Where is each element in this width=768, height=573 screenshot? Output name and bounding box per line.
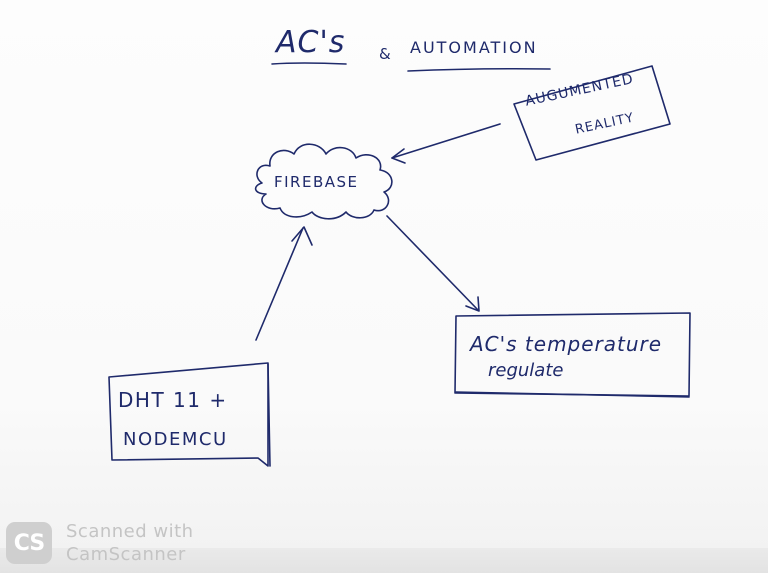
dht-sensor-box-edge	[267, 363, 271, 467]
ac-regulator-label-line1: AC's temperature	[470, 332, 663, 356]
diagram-title: AC's	[276, 25, 346, 60]
arrow-ar-to-firebase	[391, 123, 501, 159]
arrow-firebase-to-ac-head	[465, 296, 480, 312]
dht-sensor-label-line2: NODEMCU	[123, 429, 228, 450]
arrow-firebase-to-ac	[386, 215, 479, 311]
arrow-ar-to-firebase-head	[391, 148, 406, 164]
paper-edge	[0, 548, 768, 573]
ac-regulator-box-shadow	[455, 391, 690, 398]
firebase-label: FIREBASE	[274, 173, 359, 191]
diagram-subtitle: AUTOMATION	[410, 38, 538, 57]
watermark-line1: Scanned with	[66, 521, 194, 542]
title-main-underline	[271, 62, 347, 65]
camscanner-logo-text: CS	[13, 531, 45, 556]
arrow-dht-to-firebase	[255, 227, 304, 341]
title-sub-underline	[407, 67, 551, 72]
watermark-line2: CamScanner	[66, 544, 186, 565]
dht-sensor-label-line1: DHT 11 +	[118, 388, 228, 412]
arrow-dht-to-firebase-head	[291, 226, 313, 246]
augmented-reality-box	[513, 65, 671, 161]
camscanner-logo-icon: CS	[6, 522, 52, 564]
firebase-cloud	[254, 143, 393, 220]
title-connector: &	[379, 45, 391, 63]
ac-regulator-box	[454, 312, 691, 397]
ac-regulator-label-line2: regulate	[488, 360, 564, 381]
dht-sensor-box	[108, 362, 269, 467]
